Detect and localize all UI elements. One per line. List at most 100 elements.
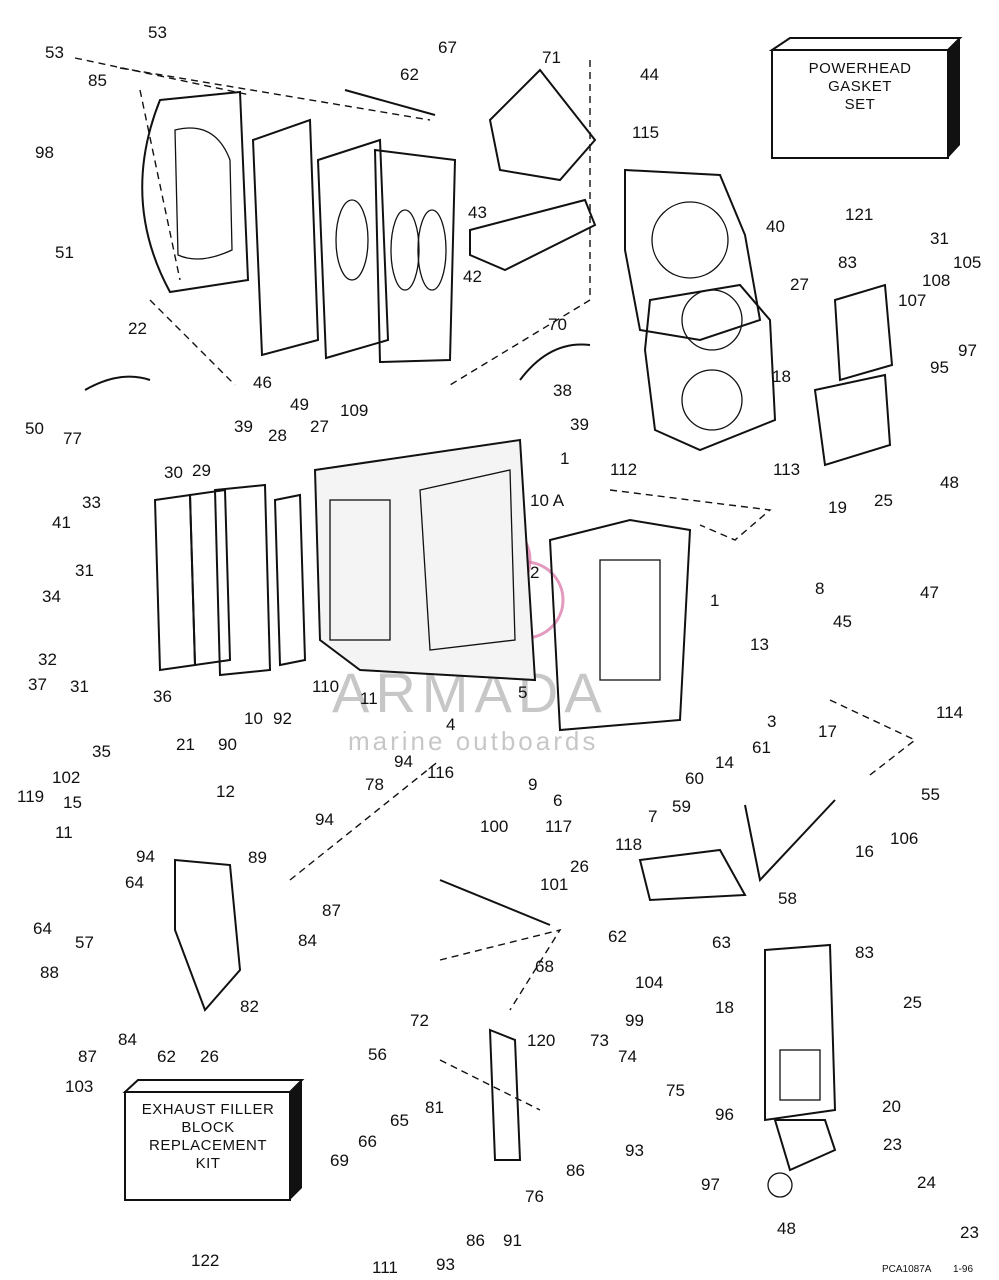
callout-label: 64 — [33, 919, 52, 938]
powerhead-box-line-3: SET — [845, 96, 876, 113]
callout-label: 2 — [530, 563, 539, 582]
callout-label: 9 — [528, 775, 537, 794]
callout-label: 14 — [715, 753, 734, 772]
cover-gasket-part — [469, 198, 597, 272]
callout-label: 63 — [712, 933, 731, 952]
callout-label: 11 — [360, 689, 378, 708]
callout-label: 62 — [608, 927, 627, 946]
callout-label: 119 — [17, 787, 44, 806]
callout-label: 10 — [244, 709, 263, 728]
callout-label: 89 — [248, 848, 267, 867]
callout-label: 31 — [75, 561, 94, 580]
callout-label: 74 — [618, 1047, 637, 1066]
callout-label: 116 — [427, 763, 454, 782]
callout-label: 39 — [570, 415, 589, 434]
callout-label: 48 — [777, 1219, 796, 1238]
callout-label: 15 — [63, 793, 82, 812]
exhaust-kit-line-3: REPLACEMENT — [149, 1137, 267, 1154]
callout-label: 43 — [468, 203, 487, 222]
callout-label: 108 — [922, 271, 950, 290]
exhaust-cover-part — [141, 90, 250, 294]
callout-label: 100 — [480, 817, 508, 836]
callout-label: 44 — [640, 65, 659, 84]
callout-label: 55 — [921, 785, 940, 804]
callout-label: 59 — [672, 797, 691, 816]
callout-label: 87 — [322, 901, 341, 920]
callout-label: 42 — [463, 267, 482, 286]
callout-label: 41 — [52, 513, 71, 532]
callout-label: 62 — [157, 1047, 176, 1066]
callout-label: 90 — [218, 735, 237, 754]
callout-label: 71 — [542, 48, 561, 67]
callout-label: 45 — [833, 612, 852, 631]
callout-label: 62 — [400, 65, 419, 84]
callout-label: 33 — [82, 493, 101, 512]
callout-label: 69 — [330, 1151, 349, 1170]
callout-label: 83 — [838, 253, 857, 272]
diagram-date: 1-96 — [953, 1264, 973, 1275]
exhaust-kit-line-1: EXHAUST FILLER — [142, 1101, 275, 1118]
callout-label: 109 — [340, 401, 368, 420]
callout-label: 38 — [553, 381, 572, 400]
callout-label: 17 — [818, 722, 837, 741]
callout-label: 3 — [767, 712, 776, 731]
callout-label: 8 — [815, 579, 824, 598]
exhaust-kit-line-4: KIT — [196, 1155, 221, 1172]
callout-label: 82 — [240, 997, 259, 1016]
exhaust-gasket-part — [251, 118, 320, 357]
callout-label: 29 — [192, 461, 211, 480]
callout-label: 111 — [372, 1258, 398, 1277]
cylinder-head-part — [624, 168, 762, 342]
callout-label: 98 — [35, 143, 54, 162]
callout-label: 97 — [701, 1175, 720, 1194]
callout-label: 96 — [715, 1105, 734, 1124]
callout-label: 84 — [118, 1030, 137, 1049]
parts-art — [84, 68, 894, 1198]
callout-label: 121 — [845, 205, 873, 224]
callout-label: 53 — [45, 43, 64, 62]
callout-label: 11 — [55, 823, 73, 842]
callout-label: 120 — [527, 1031, 555, 1050]
callout-label: 31 — [70, 677, 89, 696]
callout-label: 37 — [28, 675, 47, 694]
callout-label: 10 A — [530, 491, 565, 510]
callout-label: 92 — [273, 709, 292, 728]
callout-label: 5 — [518, 683, 527, 702]
callout-label: 76 — [525, 1187, 544, 1206]
callout-label: 49 — [290, 395, 309, 414]
callout-label: 86 — [466, 1231, 485, 1250]
callout-label: 27 — [790, 275, 809, 294]
exhaust-plate-gasket-part — [373, 148, 457, 364]
callout-label: 21 — [176, 735, 195, 754]
callout-label: 60 — [685, 769, 704, 788]
callout-label: 27 — [310, 417, 329, 436]
callout-label: 106 — [890, 829, 918, 848]
callout-label: 72 — [410, 1011, 429, 1030]
callout-label: 101 — [540, 875, 568, 894]
callout-label: 6 — [553, 791, 562, 810]
callout-label: 24 — [917, 1173, 936, 1192]
reed-valve-part — [833, 283, 894, 382]
callout-label: 73 — [590, 1031, 609, 1050]
callout-label: 84 — [298, 931, 317, 950]
callout-label: 78 — [365, 775, 384, 794]
callout-label: 56 — [368, 1045, 387, 1064]
callout-label: 53 — [148, 23, 167, 42]
diagram-code: PCA1087A — [882, 1264, 932, 1275]
callout-label: 105 — [953, 253, 981, 272]
callout-label: 26 — [200, 1047, 219, 1066]
callout-label: 39 — [234, 417, 253, 436]
exhaust-plate-part — [316, 138, 390, 360]
callout-label: 115 — [632, 123, 659, 142]
callout-label: 113 — [773, 460, 800, 479]
callout-label: 46 — [253, 373, 272, 392]
callout-label: 34 — [42, 587, 61, 606]
callout-label: 4 — [446, 715, 455, 734]
callout-label: 64 — [125, 873, 144, 892]
callout-label: 31 — [930, 229, 949, 248]
callout-label: 65 — [390, 1111, 409, 1130]
callout-label: 112 — [610, 460, 637, 479]
callout-label: 75 — [666, 1081, 685, 1100]
callout-label: 94 — [394, 752, 413, 771]
